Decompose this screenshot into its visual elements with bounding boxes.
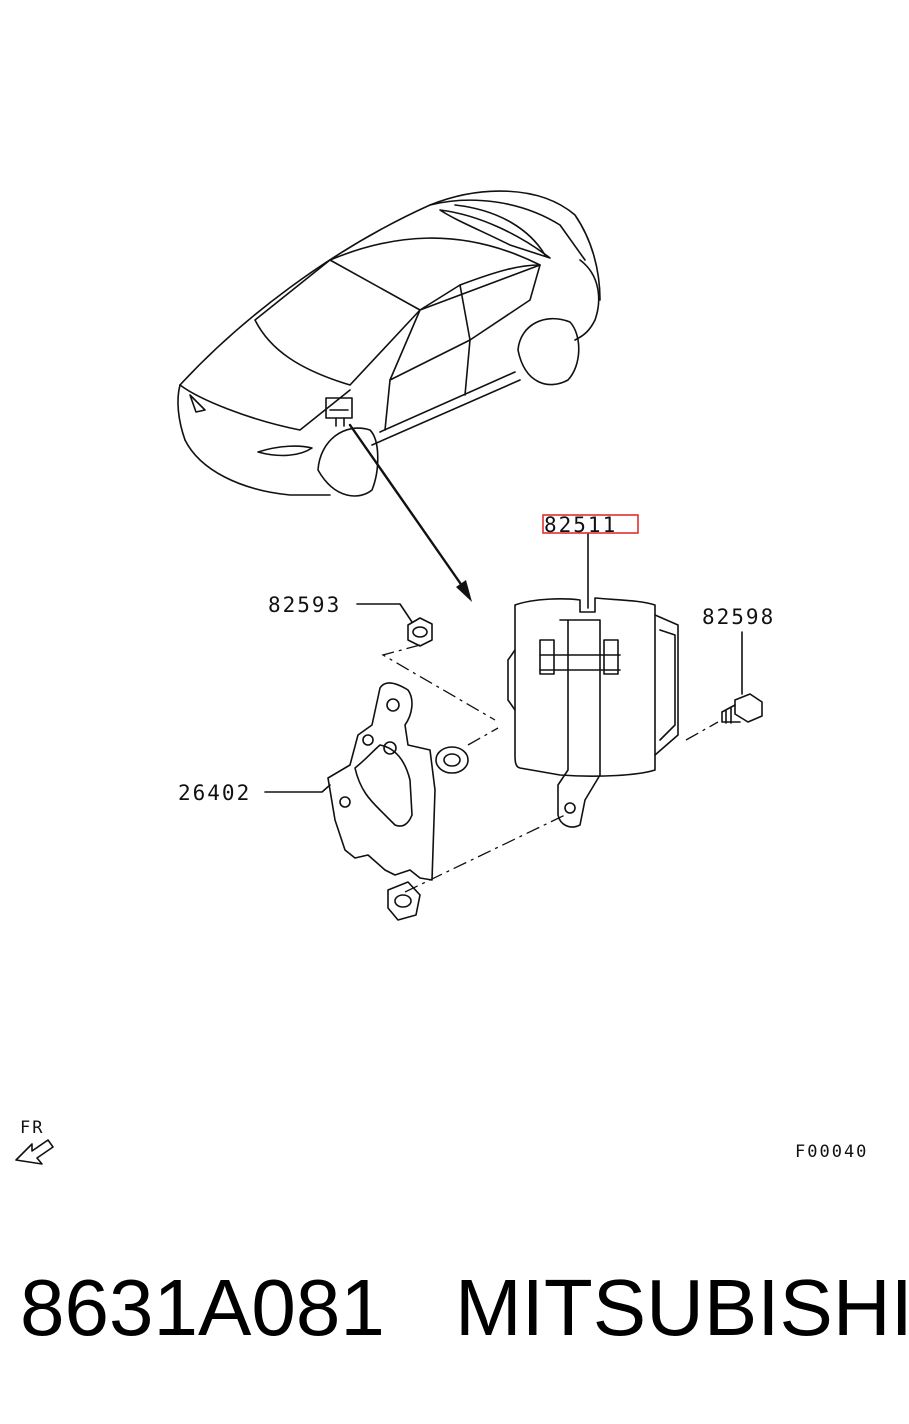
bracket	[327, 682, 469, 921]
front-arrow-icon	[15, 1139, 54, 1165]
nut-callout: 82593	[268, 593, 341, 617]
flange-nut	[407, 617, 433, 647]
location-arrow	[348, 423, 472, 602]
car-illustration	[177, 190, 601, 497]
bolt	[721, 693, 763, 724]
fr-label: FR	[20, 1118, 44, 1138]
leader-lines	[264, 532, 743, 793]
ecu-module	[507, 597, 679, 828]
figure-code: F00040	[795, 1142, 868, 1162]
brand-name: MITSUBISHI	[455, 1263, 909, 1352]
bolt-callout: 82598	[702, 605, 775, 629]
bracket-callout: 26402	[178, 781, 251, 805]
front-direction-indicator: FR	[15, 1118, 54, 1165]
part-number: 8631A081	[20, 1263, 385, 1352]
footer: 8631A081 MITSUBISHI	[0, 1262, 909, 1372]
ecu-callout-highlight	[542, 514, 639, 534]
assembly-lines	[381, 644, 719, 893]
ecu-callout: 82511	[544, 513, 617, 537]
